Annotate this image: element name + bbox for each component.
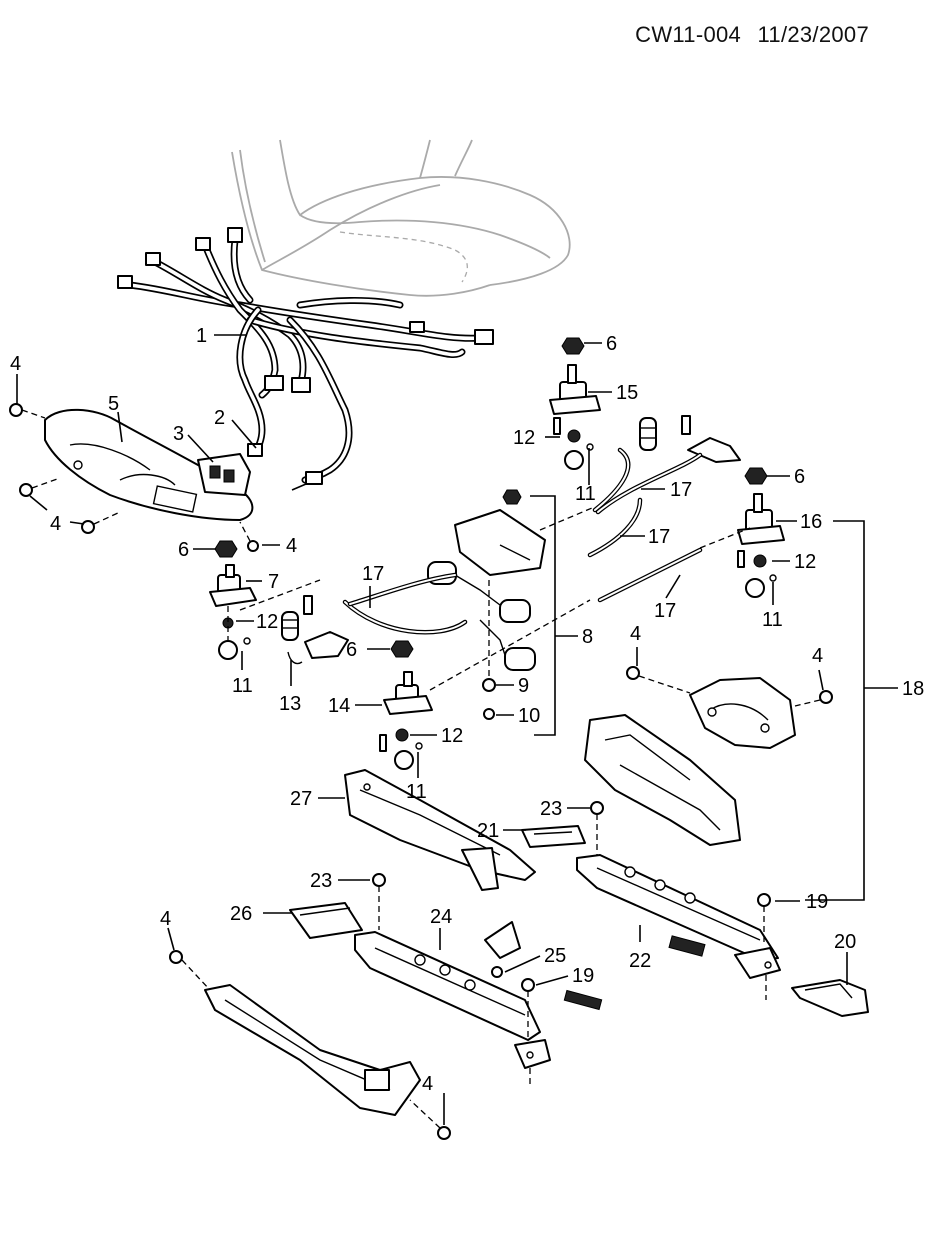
callout-labels: 1 2 3 5 4 4 4 6 7 12 11 13 17 6 14 12 11… <box>10 325 924 1095</box>
seat-outline <box>231 139 571 297</box>
callout-4-bottom-left: 4 <box>160 908 171 930</box>
gearbox-14 <box>379 671 433 770</box>
callout-7: 7 <box>268 571 279 593</box>
callout-17-right: 17 <box>654 600 676 622</box>
callout-23-left: 23 <box>310 870 332 892</box>
callout-11-mid: 11 <box>406 781 427 803</box>
callout-4-cover-left: 4 <box>630 623 641 645</box>
callout-2: 2 <box>214 407 225 429</box>
callout-16: 16 <box>800 511 822 533</box>
callout-4-cover-right: 4 <box>812 645 823 667</box>
track-cover <box>584 677 796 846</box>
flex-cables <box>239 447 751 691</box>
document-code: CW11-004 <box>635 22 742 47</box>
callout-11-right: 11 <box>762 609 783 631</box>
right-seat-track <box>576 854 781 979</box>
callout-19-left: 19 <box>572 965 594 987</box>
leader-lines <box>16 334 898 1125</box>
callout-26: 26 <box>230 903 252 925</box>
callout-9: 9 <box>518 675 529 697</box>
callout-12-left: 12 <box>256 611 278 633</box>
callout-4-top-left: 4 <box>10 353 21 375</box>
gearbox-7 <box>209 564 257 660</box>
track-end-cover <box>791 979 869 1017</box>
callout-14: 14 <box>328 695 350 717</box>
callout-11-left: 11 <box>232 675 253 697</box>
callout-8: 8 <box>582 626 593 648</box>
inner-upper-rail <box>344 769 536 891</box>
shim <box>521 825 586 848</box>
document-header: CW11-004 11/23/2007 <box>635 22 869 48</box>
callout-12-right: 12 <box>794 551 816 573</box>
callout-18: 18 <box>902 678 924 700</box>
callout-17-left: 17 <box>362 563 384 585</box>
wiring-harness <box>117 227 494 491</box>
nut-parts <box>214 337 768 658</box>
callout-13: 13 <box>279 693 301 715</box>
callout-15: 15 <box>616 382 638 404</box>
callout-17-top: 17 <box>670 479 692 501</box>
callout-24: 24 <box>430 906 452 928</box>
callout-5: 5 <box>108 393 119 415</box>
callout-6-right: 6 <box>794 466 805 488</box>
spring-brackets <box>281 415 741 665</box>
bolts <box>372 801 771 1085</box>
callout-4-bottom: 4 <box>422 1073 433 1095</box>
callout-21: 21 <box>477 820 499 842</box>
callout-6-mid: 6 <box>346 639 357 661</box>
callout-1: 1 <box>196 325 207 347</box>
callout-19-right: 19 <box>806 891 828 913</box>
callout-20: 20 <box>834 931 856 953</box>
motor-assembly <box>427 509 546 720</box>
callout-3: 3 <box>173 423 184 445</box>
callout-6-top: 6 <box>606 333 617 355</box>
callout-27: 27 <box>290 788 312 810</box>
callout-23-right: 23 <box>540 798 562 820</box>
callout-12-top: 12 <box>513 427 535 449</box>
callout-11-top: 11 <box>575 483 596 505</box>
height-adjust-gearboxes <box>209 364 785 770</box>
callout-22: 22 <box>629 950 651 972</box>
screw-parts <box>9 403 833 1140</box>
gearbox-16 <box>737 493 785 598</box>
callout-12-mid: 12 <box>441 725 463 747</box>
callout-6-left: 6 <box>178 539 189 561</box>
callout-25: 25 <box>544 945 566 967</box>
gearbox-15 <box>549 364 601 470</box>
document-date: 11/23/2007 <box>757 22 869 47</box>
side-trim-panel <box>44 408 254 521</box>
callout-17-mid: 17 <box>648 526 670 548</box>
latch-plate <box>289 902 363 939</box>
callout-4-mid-left: 4 <box>50 513 61 535</box>
callout-10: 10 <box>518 705 540 727</box>
callout-4-panel: 4 <box>286 535 297 557</box>
outer-track-trim <box>204 984 421 1116</box>
left-seat-track <box>354 921 603 1069</box>
